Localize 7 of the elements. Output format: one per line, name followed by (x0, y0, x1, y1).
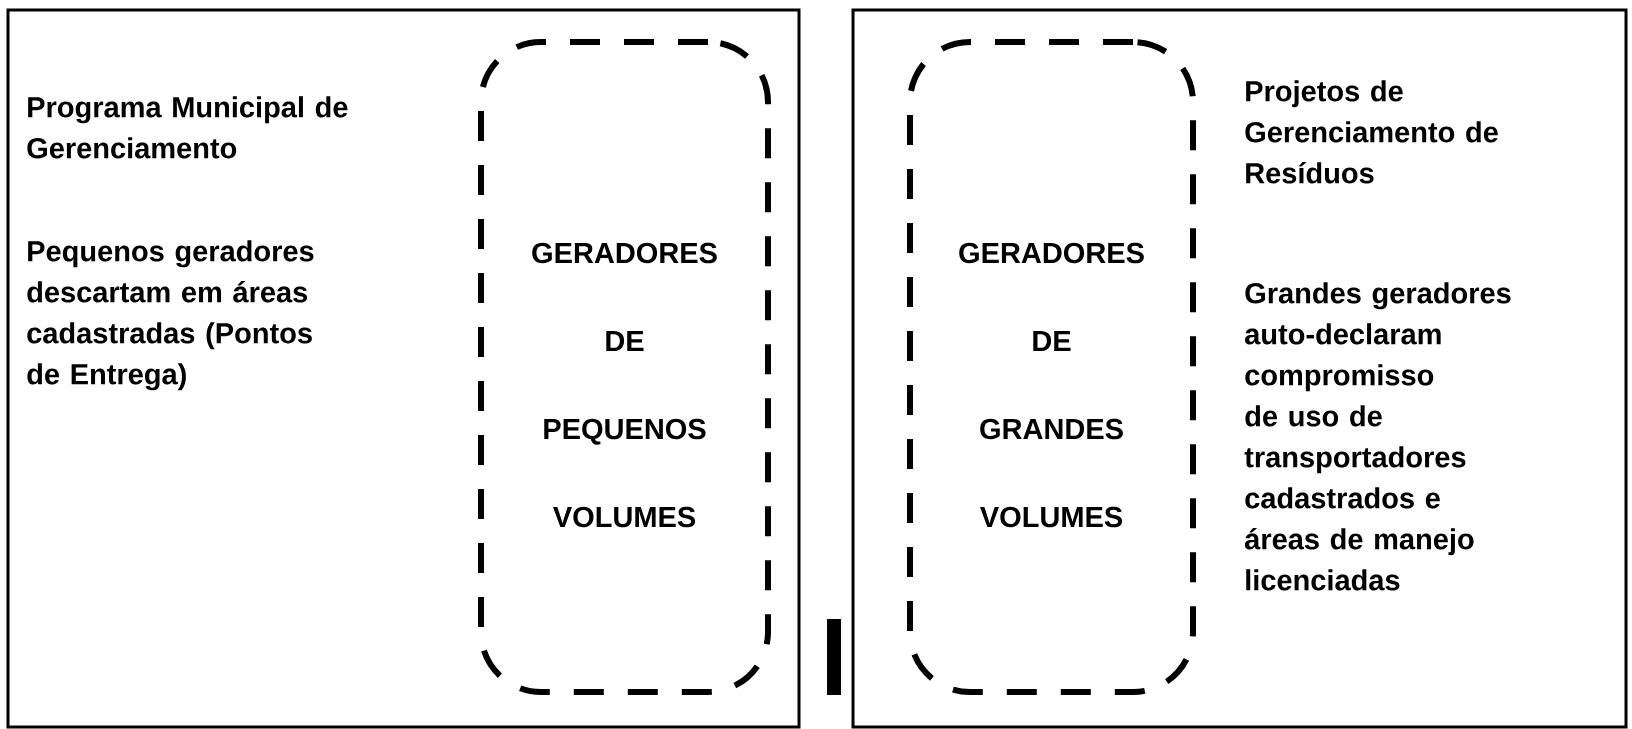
description-text: Grandes geradores auto-declaram compromisso de uso de transportadores cadastrados e áreas de manejo licenciadas (1244, 282, 1511, 591)
heading-text: Programa Municipal de Gerenciamento (27, 96, 348, 159)
description-text: Pequenos geradores descartam em áreas cadastradas (Pontos de Entrega) (27, 240, 314, 391)
group-label: GERADORES DE GRANDES VOLUMES (959, 242, 1144, 528)
heading-text: Projetos de Gerenciamento de Resíduos (1245, 80, 1498, 184)
bar-mark (827, 619, 841, 695)
group-label: GERADORES DE PEQUENOS VOLUMES (532, 242, 717, 528)
